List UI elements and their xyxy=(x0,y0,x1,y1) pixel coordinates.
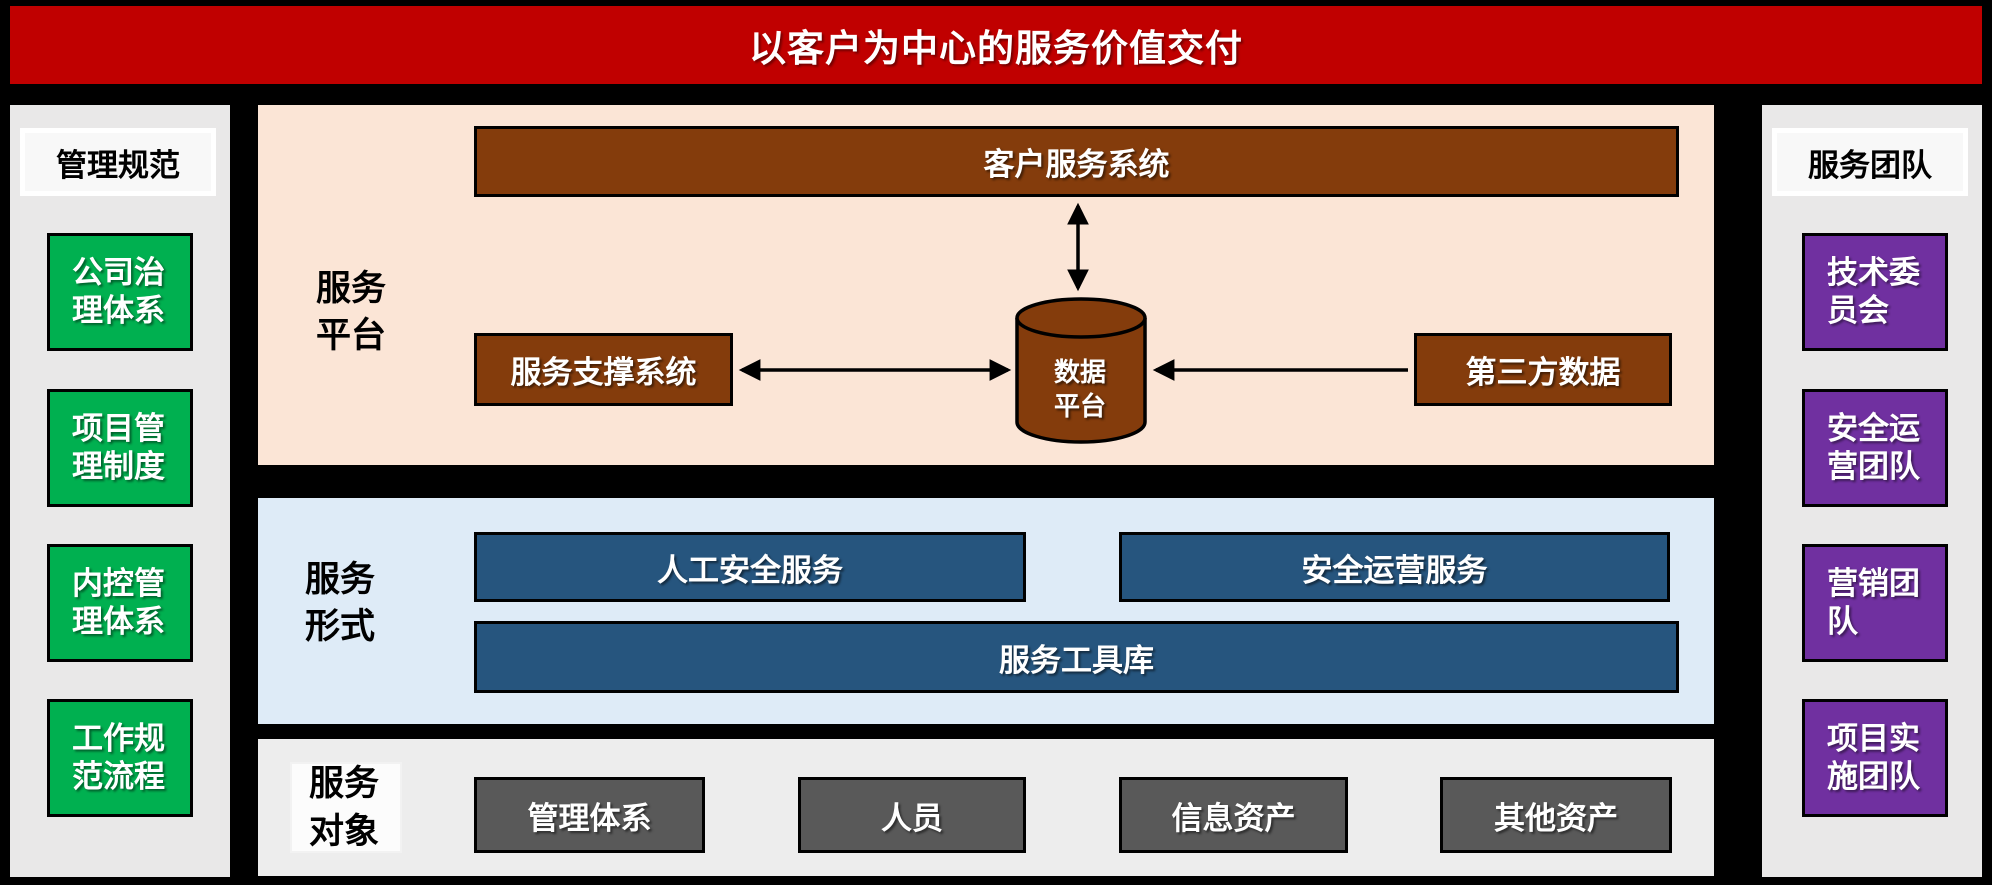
management-standards-header: 管理规范 xyxy=(20,128,216,196)
object-personnel-box: 人员 xyxy=(798,777,1026,853)
object-information-assets-box: 信息资产 xyxy=(1119,777,1348,853)
service-teams-header: 服务团队 xyxy=(1772,128,1968,196)
service-platform-label-text: 服务平台 xyxy=(316,269,387,356)
management-item-internal-control: 内控管理体系 xyxy=(47,544,193,662)
management-item-workflow: 工作规范流程 xyxy=(47,699,193,817)
object-management-system-box: 管理体系 xyxy=(474,777,705,853)
team-item-implementation: 项目实施团队 xyxy=(1802,699,1948,817)
data-platform-label: 数据平台 xyxy=(1014,342,1148,438)
service-toolkit-box: 服务工具库 xyxy=(474,621,1679,693)
team-item-label: 项目实施团队 xyxy=(1827,721,1920,794)
database-cylinder-icon xyxy=(1015,297,1147,444)
service-objects-label-text: 服务对象 xyxy=(309,764,380,851)
service-support-system-box: 服务支撑系统 xyxy=(474,333,733,406)
management-item-label: 内控管理体系 xyxy=(72,566,165,639)
team-item-technical-committee: 技术委员会 xyxy=(1802,233,1948,351)
team-item-security-operation: 安全运营团队 xyxy=(1802,389,1948,507)
management-item-label: 公司治理体系 xyxy=(72,255,165,328)
service-platform-panel: 服务平台 客户服务系统 服务支撑系统 第三方数据 数据平台 xyxy=(258,105,1714,465)
team-item-marketing: 营销团队 xyxy=(1802,544,1948,662)
third-party-data-box: 第三方数据 xyxy=(1414,333,1672,406)
service-objects-label: 服务对象 xyxy=(290,762,402,853)
service-teams-panel: 服务团队 技术委员会 安全运营团队 营销团队 项目实施团队 xyxy=(1762,105,1982,877)
data-platform-cylinder: 数据平台 xyxy=(1014,296,1148,446)
management-item-project: 项目管理制度 xyxy=(47,389,193,507)
object-other-assets-box: 其他资产 xyxy=(1440,777,1672,853)
service-forms-label-text: 服务形式 xyxy=(305,560,376,647)
management-item-governance: 公司治理体系 xyxy=(47,233,193,351)
team-item-label: 技术委员会 xyxy=(1827,255,1920,328)
service-forms-panel: 服务形式 人工安全服务 安全运营服务 服务工具库 xyxy=(258,498,1714,724)
service-forms-label: 服务形式 xyxy=(305,556,379,651)
manual-security-service-box: 人工安全服务 xyxy=(474,532,1026,602)
team-item-label: 安全运营团队 xyxy=(1827,411,1920,484)
management-item-label: 项目管理制度 xyxy=(72,411,165,484)
management-standards-panel: 管理规范 公司治理体系 项目管理制度 内控管理体系 工作规范流程 xyxy=(10,105,230,877)
customer-service-system-box: 客户服务系统 xyxy=(474,126,1679,197)
security-operation-service-box: 安全运营服务 xyxy=(1119,532,1670,602)
banner-title: 以客户为中心的服务价值交付 xyxy=(10,6,1982,84)
service-platform-label: 服务平台 xyxy=(316,265,390,360)
management-item-label: 工作规范流程 xyxy=(72,721,165,794)
data-platform-label-text: 数据平台 xyxy=(1054,357,1107,421)
team-item-label: 营销团队 xyxy=(1827,566,1920,639)
service-objects-panel: 服务对象 管理体系 人员 信息资产 其他资产 xyxy=(258,739,1714,876)
